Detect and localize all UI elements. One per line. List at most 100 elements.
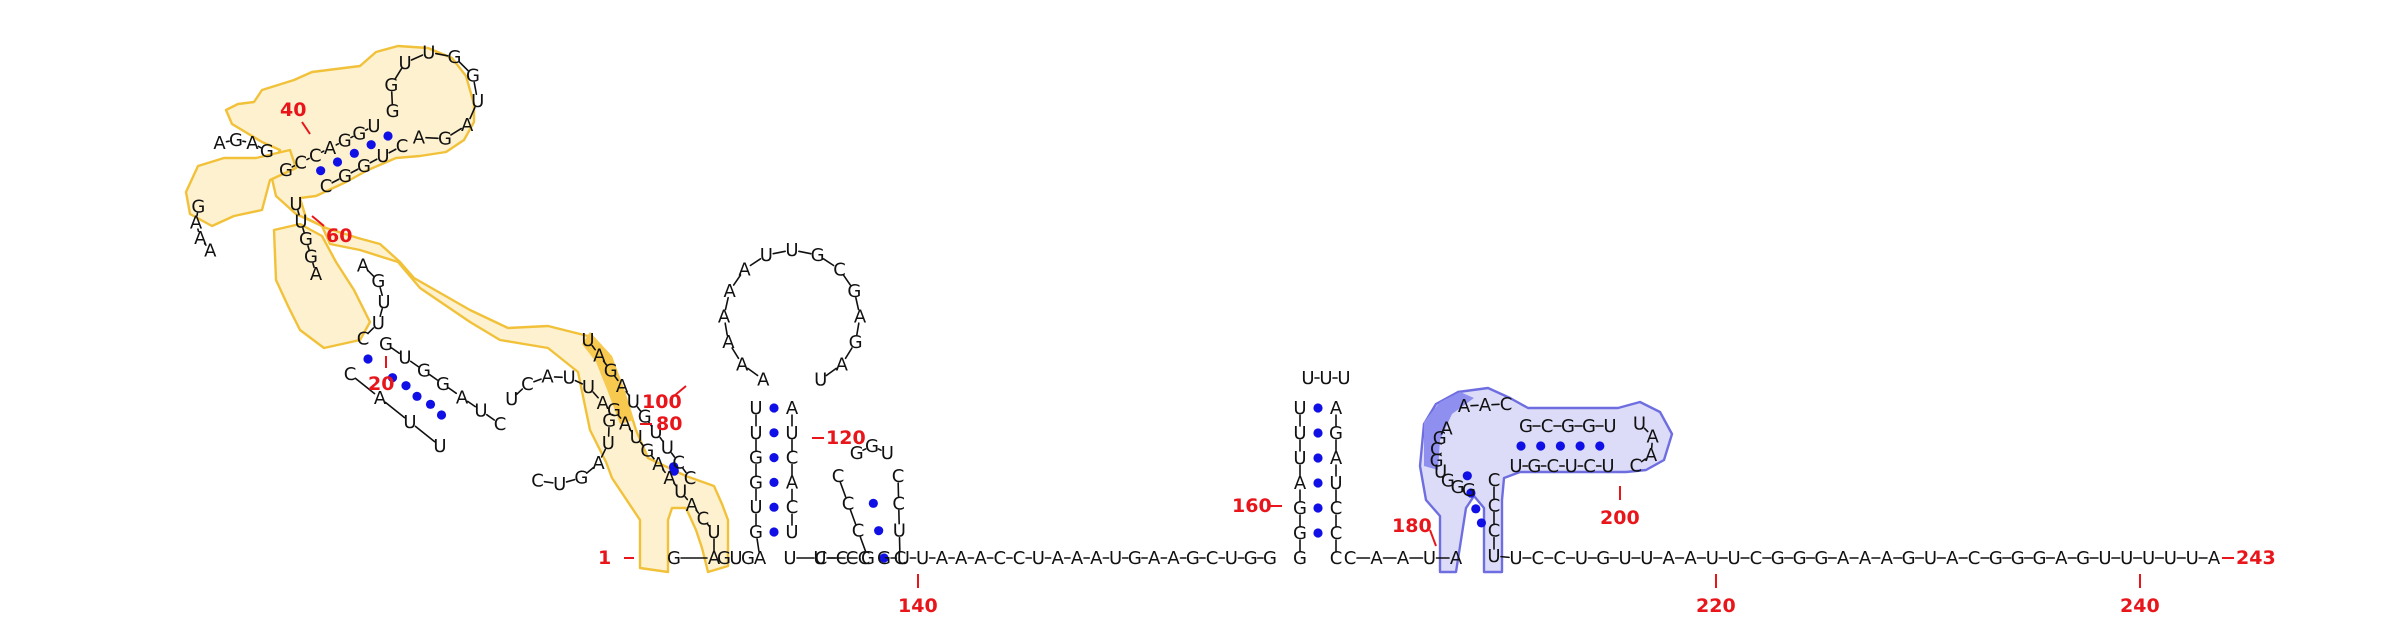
nucleotide-c: C	[1532, 548, 1545, 569]
base-pair-dot	[383, 131, 392, 140]
nucleotide-a: A	[2208, 548, 2221, 569]
nucleotide-g: G	[865, 436, 879, 457]
nucleotide-u: U	[1509, 456, 1522, 477]
nucleotide-u: U	[661, 437, 674, 458]
base-pair-dot	[769, 428, 778, 437]
nucleotide-c: C	[1630, 456, 1643, 477]
nucleotide-u: U	[1603, 416, 1616, 437]
nucleotide-u: U	[2098, 548, 2111, 569]
nucleotide-u: U	[785, 240, 798, 261]
nucleotide-c: C	[1553, 548, 1566, 569]
nucleotide-u: U	[1575, 548, 1588, 569]
nucleotide-g: G	[466, 65, 480, 86]
nucleotide-g: G	[861, 548, 875, 569]
nucleotide-a: A	[1458, 396, 1471, 417]
nucleotide-a: A	[592, 453, 605, 474]
nucleotide-g: G	[1263, 548, 1277, 569]
nucleotide-g: G	[602, 411, 616, 432]
nucleotide-c: C	[786, 497, 799, 518]
nucleotide-u: U	[897, 548, 910, 569]
nucleotide-u: U	[1633, 413, 1646, 434]
nucleotide-c: C	[1583, 456, 1596, 477]
nucleotide-u: U	[814, 370, 827, 391]
base-pair-dot	[769, 478, 778, 487]
nucleotide-a: A	[357, 256, 370, 277]
nucleotide-u: U	[1601, 456, 1614, 477]
nucleotide-a: A	[1946, 548, 1959, 569]
nucleotide-g: G	[1582, 416, 1596, 437]
nucleotide-u: U	[630, 427, 643, 448]
nucleotide-c: C	[786, 448, 799, 469]
nucleotide-a: A	[718, 306, 731, 327]
nucleotide-c: C	[994, 548, 1007, 569]
base-pair-dot	[874, 526, 883, 535]
nucleotide-c: C	[1206, 548, 1219, 569]
nucleotide-u: U	[749, 497, 762, 518]
backbone-link	[823, 259, 833, 266]
nucleotide-u: U	[1293, 398, 1306, 419]
nucleotide-g: G	[749, 522, 763, 543]
nucleotide-u: U	[1706, 548, 1719, 569]
base-pair-dot	[1556, 441, 1565, 450]
base-pair-layer	[316, 131, 1604, 562]
backbone-link	[426, 138, 438, 139]
nucleotide-a: A	[1859, 548, 1872, 569]
pos-20-label: 20	[368, 373, 394, 395]
nucleotide-c: C	[531, 471, 544, 492]
nucleotide-g: G	[1527, 456, 1541, 477]
base-pair-dot	[426, 400, 435, 409]
nucleotide-u: U	[749, 398, 762, 419]
nucleotide-a: A	[204, 241, 217, 262]
nucleotide-c: C	[1500, 394, 1513, 415]
nucleotide-u: U	[1293, 423, 1306, 444]
pos-240-label: 240	[2120, 595, 2160, 615]
nucleotide-u: U	[785, 522, 798, 543]
nucleotide-u: U	[1618, 548, 1631, 569]
base-pair-dot	[769, 403, 778, 412]
nucleotide-g: G	[2076, 548, 2090, 569]
nucleotide-g: G	[448, 47, 462, 68]
base-pair-dot	[363, 354, 372, 363]
nucleotide-c: C	[1541, 416, 1554, 437]
nucleotide-g: G	[574, 468, 588, 489]
nucleotide-u: U	[398, 347, 411, 368]
nucleotide-u: U	[581, 330, 594, 351]
base-pair-dot	[1595, 441, 1604, 450]
nucleotide-a: A	[736, 354, 749, 375]
nucleotide-u: U	[1225, 548, 1238, 569]
backbone-link	[799, 251, 811, 253]
nucleotide-a: A	[1148, 548, 1161, 569]
nucleotide-u: U	[2142, 548, 2155, 569]
nucleotide-g: G	[1989, 548, 2003, 569]
backbone-link	[385, 402, 404, 417]
nucleotide-a: A	[246, 133, 259, 154]
nucleotide-c: C	[1488, 470, 1501, 491]
nucleotide-u: U	[893, 521, 906, 542]
base-pair-dot	[1313, 528, 1322, 537]
nucleotide-u: U	[1032, 548, 1045, 569]
nucleotide-u: U	[1337, 368, 1350, 389]
nucleotide-u: U	[1319, 368, 1332, 389]
nucleotide-c: C	[892, 466, 905, 487]
nucleotide-c: C	[842, 493, 855, 514]
nucleotide-g: G	[229, 130, 243, 151]
nucleotide-a: A	[1684, 548, 1697, 569]
nucleotide-a: A	[1071, 548, 1084, 569]
nucleotide-a: A	[754, 548, 767, 569]
base-pair-dot	[437, 410, 446, 419]
nucleotide-u: U	[602, 433, 615, 454]
nucleotide-g: G	[260, 141, 274, 162]
pos-40-label: 40	[280, 99, 306, 121]
nucleotide-g: G	[1293, 523, 1307, 544]
nucleotide-u: U	[749, 423, 762, 444]
nucleotide-u: U	[785, 423, 798, 444]
base-pair-dot	[1313, 478, 1322, 487]
pos-140-label: 140	[898, 595, 938, 615]
nucleotide-c: C	[344, 364, 357, 385]
nucleotide-u: U	[505, 389, 518, 410]
nucleotide-u: U	[582, 377, 595, 398]
nucleotide-g: G	[1596, 548, 1610, 569]
nucleotide-g: G	[417, 361, 431, 382]
nucleotide-u: U	[1487, 546, 1500, 567]
